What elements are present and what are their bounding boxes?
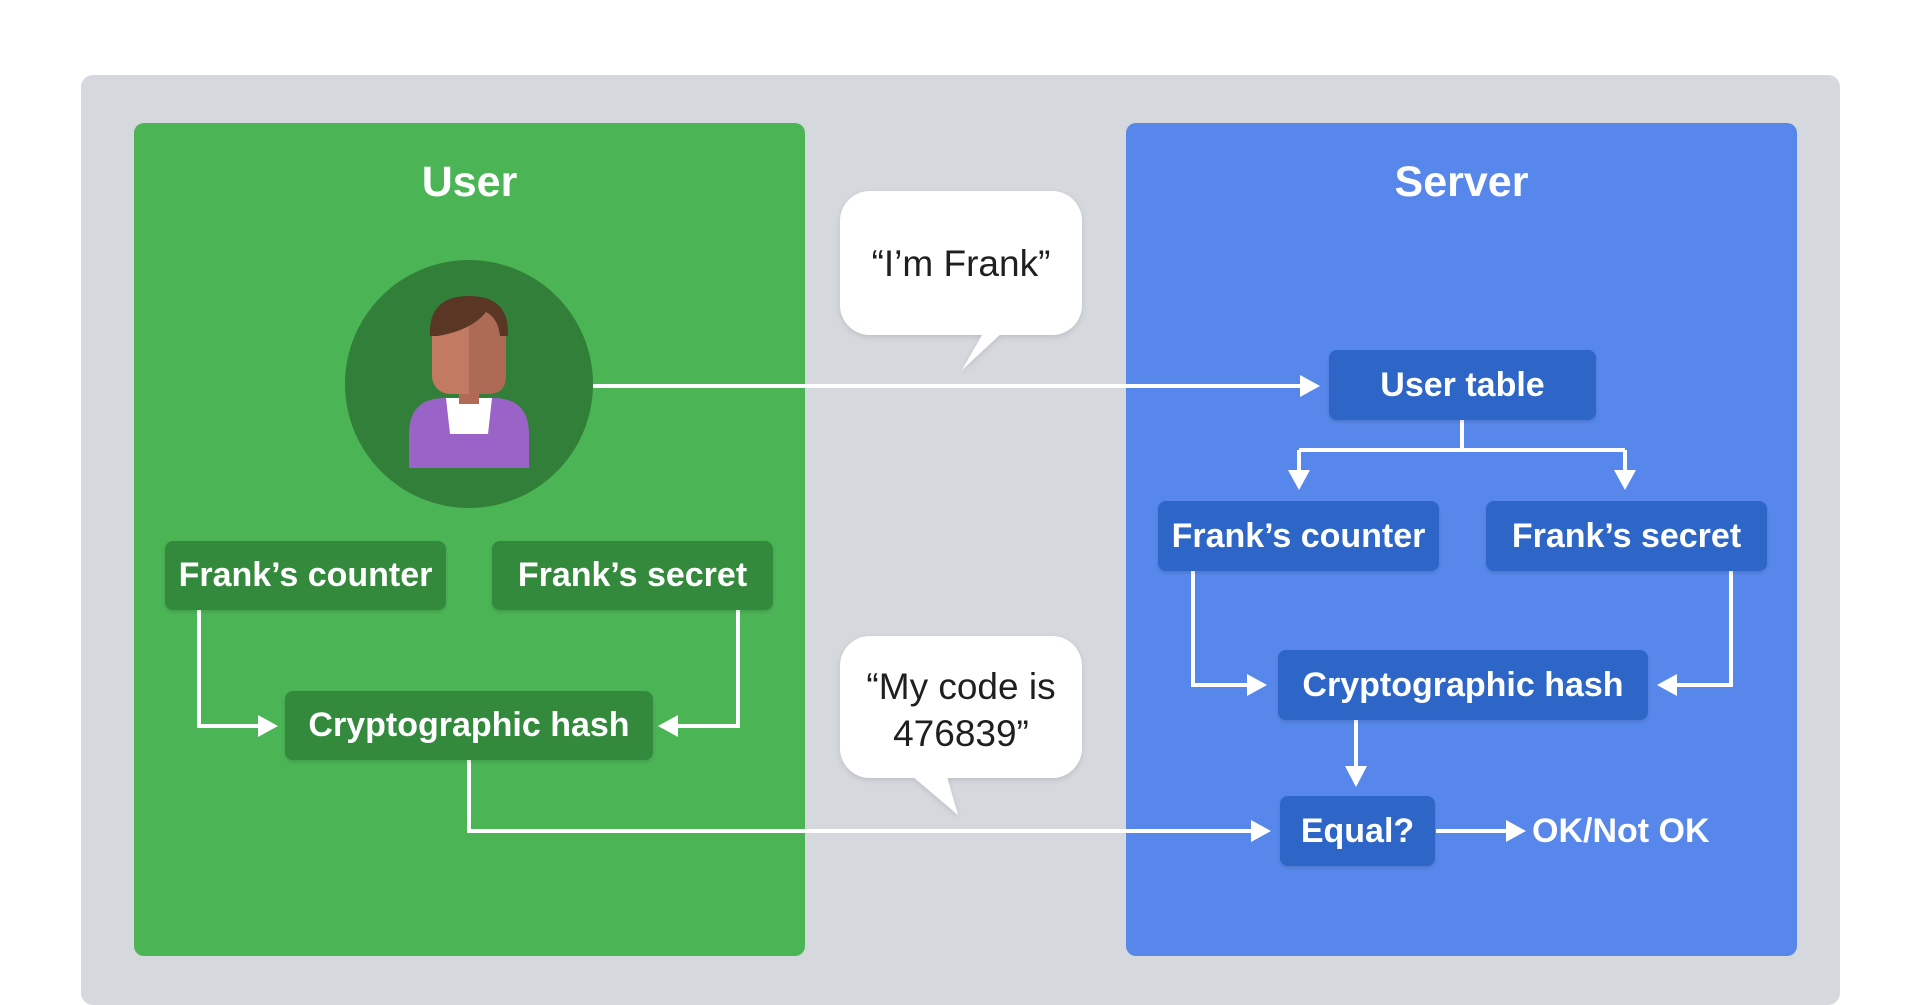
code-message: “My code is 476839” xyxy=(866,666,1056,754)
server-hash-box: Cryptographic hash xyxy=(1278,650,1648,720)
equal-box: Equal? xyxy=(1280,796,1435,866)
user-panel-title: User xyxy=(421,158,518,206)
code-speech-bubble xyxy=(840,636,1082,815)
user-secret-arrow xyxy=(673,610,740,728)
user-hash-box: Cryptographic hash xyxy=(285,691,653,760)
person-avatar-icon xyxy=(345,260,593,508)
user-secret-box: Frank’s secret xyxy=(492,541,773,610)
user-counter-arrow xyxy=(197,610,263,728)
identity-message: “I’m Frank” xyxy=(871,243,1051,284)
server-panel-title: Server xyxy=(1394,158,1529,206)
diagram-connectors xyxy=(197,191,1733,842)
identity-speech-bubble xyxy=(840,191,1082,370)
server-counter-arrow xyxy=(1191,571,1252,687)
result-label: OK/Not OK xyxy=(1532,812,1710,850)
user-table-box: User table xyxy=(1329,350,1596,420)
user-counter-box: Frank’s counter xyxy=(165,541,446,610)
server-secret-arrow xyxy=(1672,571,1733,687)
server-counter-box: Frank’s counter xyxy=(1158,501,1439,571)
code-arrow xyxy=(467,760,1256,833)
server-secret-box: Frank’s secret xyxy=(1486,501,1767,571)
